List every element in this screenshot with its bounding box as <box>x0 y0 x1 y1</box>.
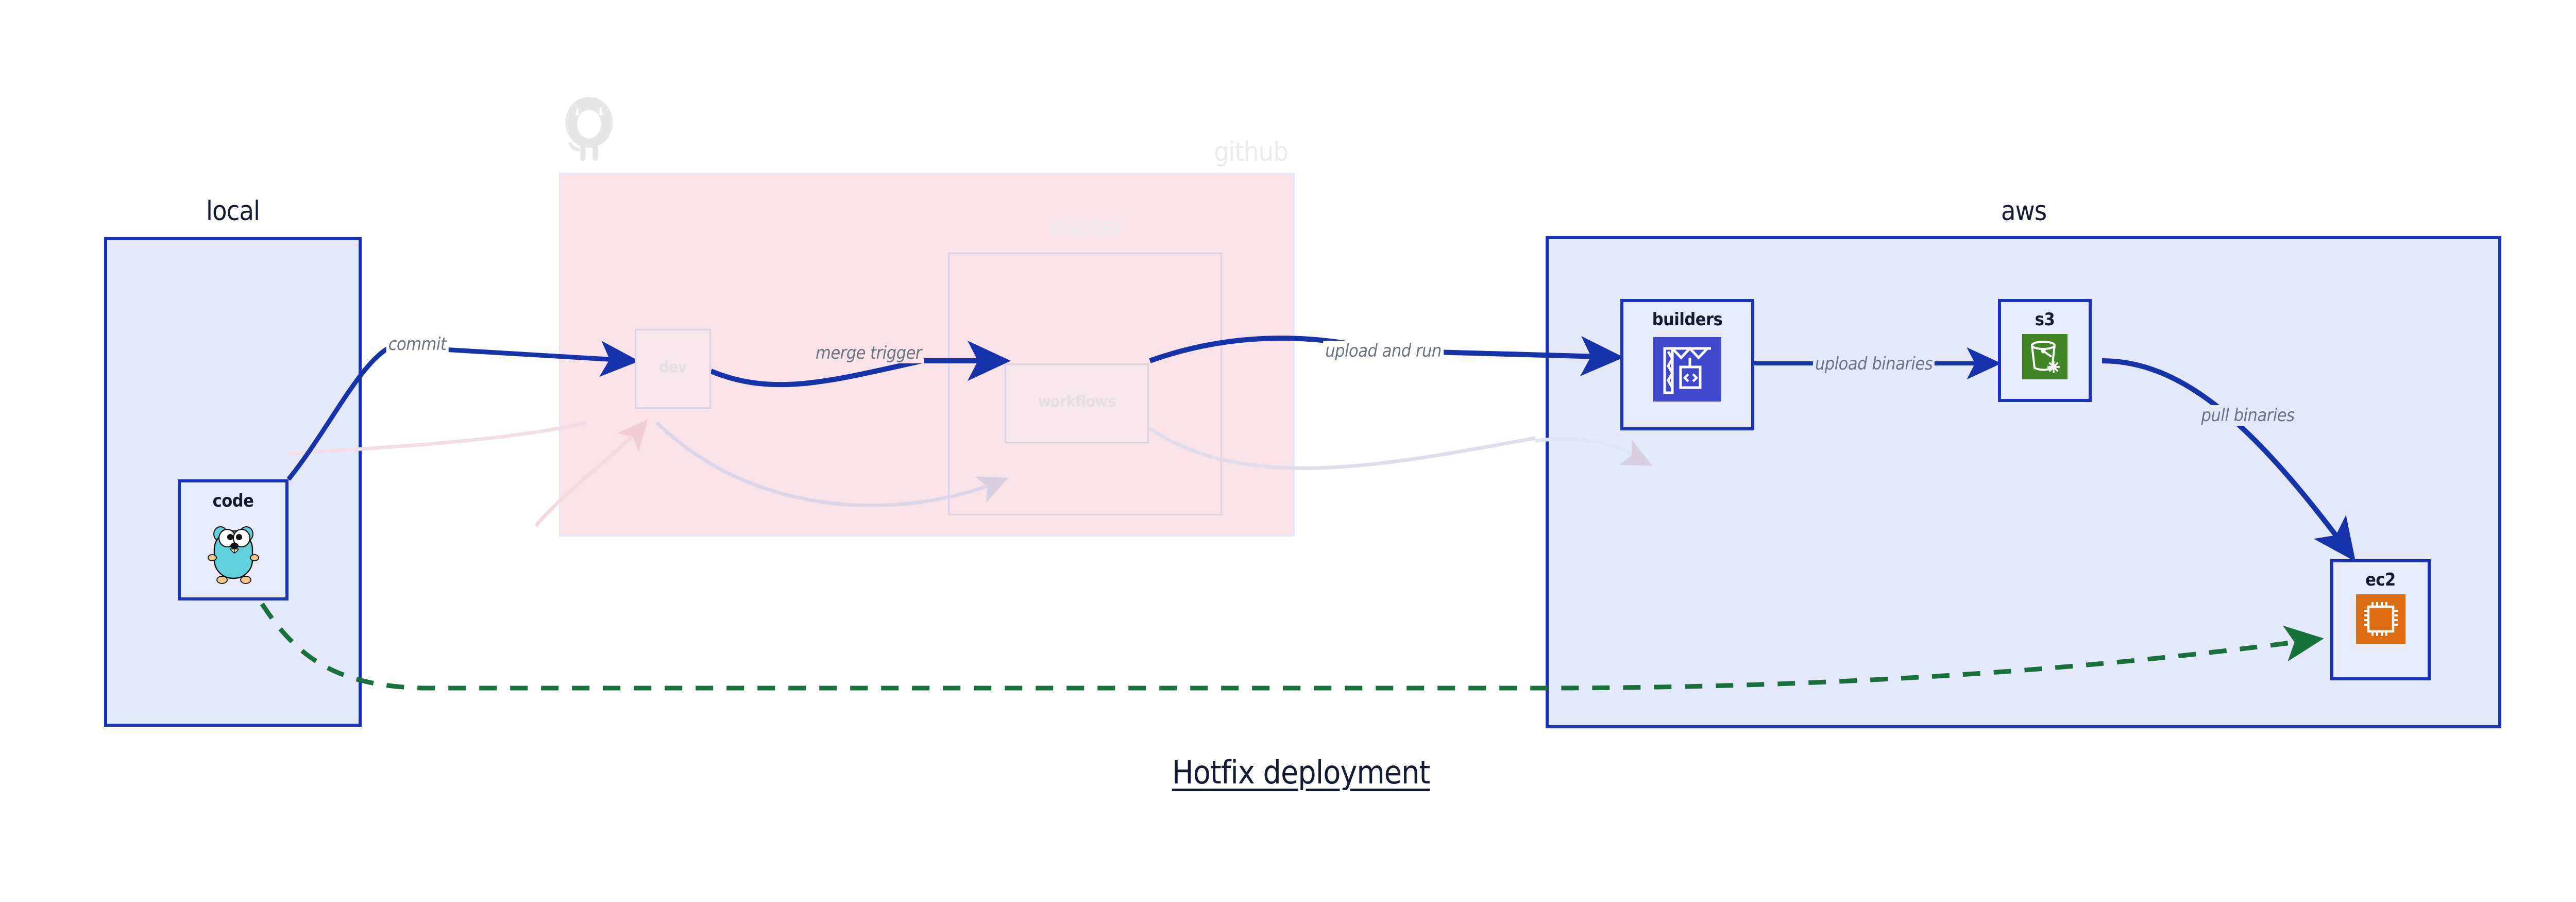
group-label-aws: aws <box>2001 196 2047 227</box>
edge-ghost-pink-tail <box>288 421 588 456</box>
node-builders[interactable]: builders <box>1620 299 1754 430</box>
edge-hotfix-direct <box>244 576 2324 691</box>
edge-ghost-c2 <box>1535 437 1653 466</box>
edge-label-upload-and-run: upload and run <box>1323 341 1444 361</box>
node-label-dev: dev <box>659 358 687 376</box>
github-octocat-icon <box>560 95 619 162</box>
edge-ghost-b <box>655 421 1009 508</box>
aws-s3-bucket-icon <box>2001 334 2089 379</box>
edge-commit <box>286 341 639 481</box>
edge-pull-binaries <box>2102 358 2356 562</box>
node-ec2[interactable]: ec2 <box>2330 559 2431 680</box>
group-label-local: local <box>206 196 260 227</box>
node-s3[interactable]: s3 <box>1998 299 2092 402</box>
aws-codebuild-icon <box>1623 337 1751 402</box>
node-label-ec2: ec2 <box>2365 570 2396 590</box>
edge-label-commit: commit <box>386 334 449 355</box>
node-label-builders: builders <box>1652 309 1723 330</box>
node-workflows[interactable]: workflows <box>1005 363 1149 443</box>
node-label-s3: s3 <box>2035 309 2055 330</box>
group-label-github: github <box>1213 137 1289 168</box>
aws-ec2-chip-icon <box>2333 594 2428 644</box>
edge-ghost-a <box>534 419 648 527</box>
page-title: Hotfix deployment <box>1172 754 1430 791</box>
edge-ghost-c1 <box>1148 426 1536 470</box>
edge-label-upload-binaries: upload binaries <box>1812 354 1935 374</box>
subgroup-label-master: master <box>1050 212 1123 240</box>
subgroup-master <box>948 253 1222 515</box>
node-code[interactable]: code <box>178 479 289 600</box>
edge-label-merge-trigger: merge trigger <box>814 343 924 363</box>
edge-merge-trigger <box>710 341 1011 388</box>
node-dev[interactable]: dev <box>635 329 711 409</box>
go-gopher-icon <box>181 520 285 587</box>
node-label-code: code <box>212 491 254 511</box>
node-label-workflows: workflows <box>1038 393 1116 411</box>
edge-label-pull-binaries: pull binaries <box>2199 405 2297 426</box>
